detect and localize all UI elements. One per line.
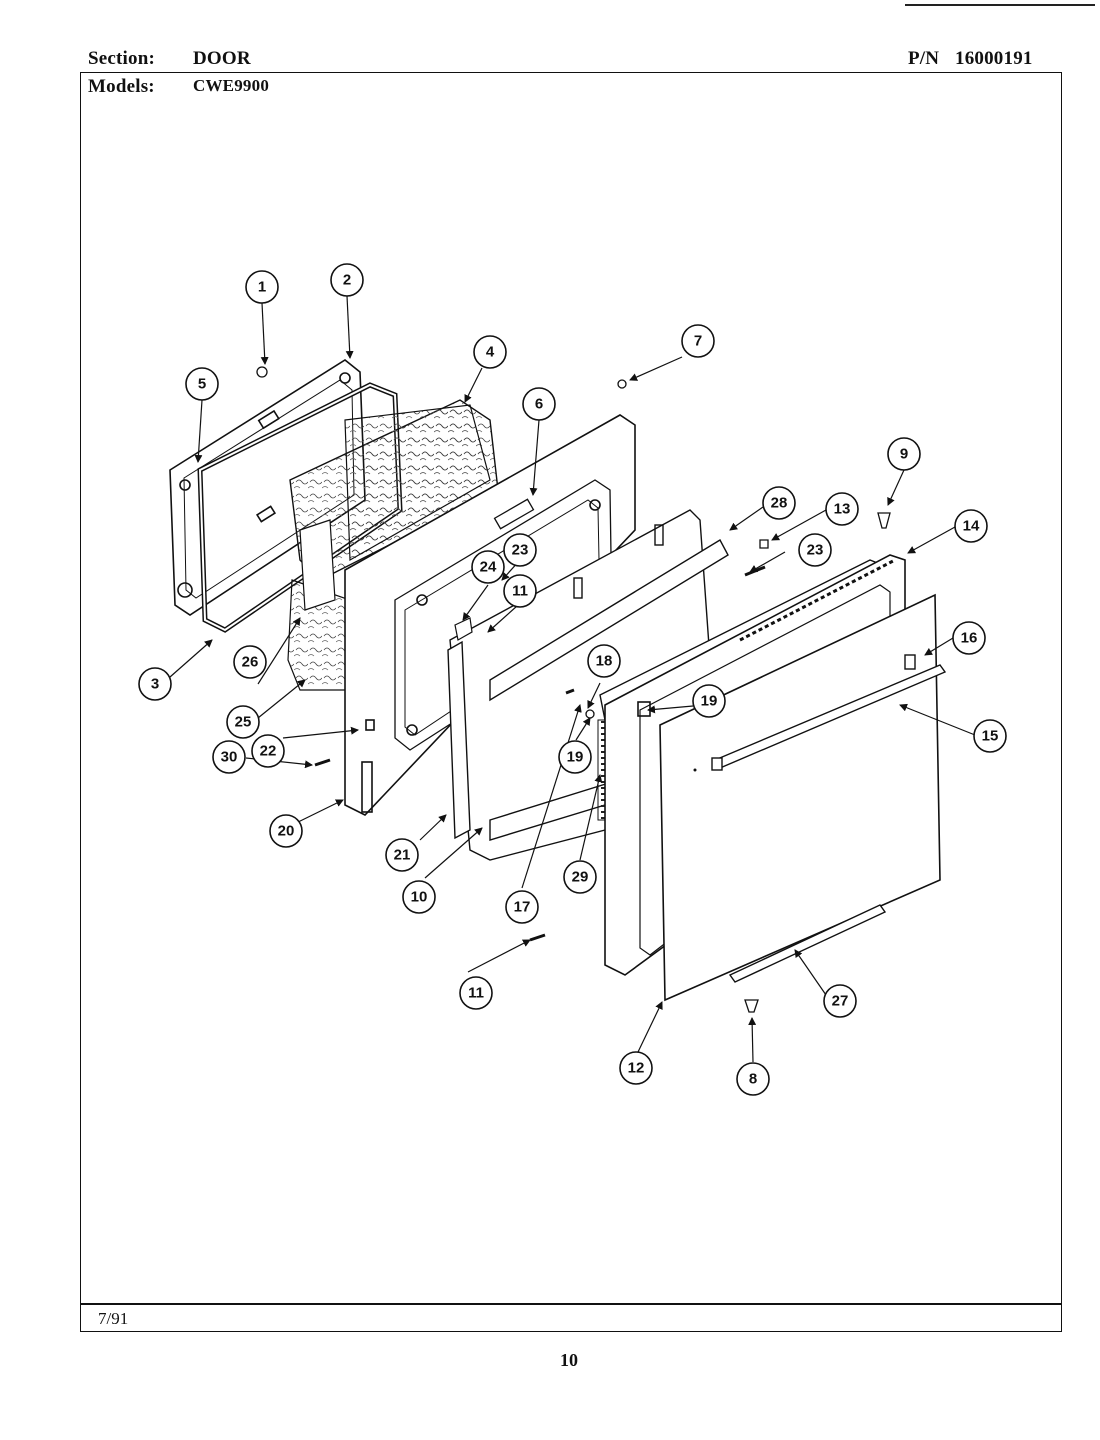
callout-14: 14 [954,509,988,543]
callout-11a-label: 11 [512,583,528,600]
callout-21: 21 [385,838,419,872]
callout-27: 27 [823,984,857,1018]
pn-value: 16000191 [955,48,1033,69]
page-number: 10 [560,1350,578,1370]
callout-14-label: 14 [963,518,980,535]
callout-15: 15 [973,719,1007,753]
callout-20: 20 [269,814,303,848]
glass-dot [693,768,697,772]
callout-19a-label: 19 [701,693,718,710]
callout-30-label: 30 [221,749,238,766]
callout-13: 13 [825,492,859,526]
callout-7-label: 7 [694,333,702,350]
callout-19b: 19 [558,740,592,774]
callout-10: 10 [402,880,436,914]
latch-bracket [493,498,535,530]
callout-9-label: 9 [900,446,908,463]
callout-11a: 11 [503,574,537,608]
door-handle [711,654,947,771]
callout-6-label: 6 [535,396,543,413]
callout-5: 5 [185,367,219,401]
callout-22-label: 22 [260,743,277,760]
callout-18-label: 18 [596,653,613,670]
callout-28-label: 28 [771,495,788,512]
pn-label: P/N [908,48,940,69]
callout-22: 22 [251,734,285,768]
callout-17: 17 [505,890,539,924]
callout-1: 1 [245,270,279,304]
callout-3-label: 3 [151,676,159,693]
footer-rule [80,1303,1062,1305]
callout-11b: 11 [459,976,493,1010]
callout-29-label: 29 [572,869,589,886]
callout-19b-label: 19 [567,749,584,766]
callout-9: 9 [887,437,921,471]
callout-23b: 23 [798,533,832,567]
side-rail [447,640,471,840]
callout-24-label: 24 [480,559,497,576]
callout-12: 12 [619,1051,653,1085]
callout-10-label: 10 [411,889,428,906]
callout-13-label: 13 [834,501,851,518]
callout-4-label: 4 [486,344,495,361]
models-value: CWE9900 [193,76,270,95]
callout-16-label: 16 [961,630,978,647]
callout-5-label: 5 [198,376,206,393]
callout-26: 26 [233,645,267,679]
callout-3: 3 [138,667,172,701]
top-rule [905,4,1095,6]
callout-23b-label: 23 [807,542,824,559]
revision-date: 7/91 [98,1309,129,1328]
callout-28: 28 [762,486,796,520]
callout-7: 7 [681,324,715,358]
callout-2: 2 [330,263,364,297]
callouts: 1 2 5 4 6 7 9 28 13 14 23 24 23 11 16 18… [138,263,1007,1096]
callout-29: 29 [563,860,597,894]
callout-27-label: 27 [832,993,849,1010]
section-label: Section: [88,48,156,69]
callout-30: 30 [212,740,246,774]
callout-2-label: 2 [343,272,351,289]
callout-21-label: 21 [394,847,411,864]
callout-23a: 23 [503,533,537,567]
callout-8-label: 8 [749,1071,757,1088]
callout-15-label: 15 [982,728,999,745]
callout-20-label: 20 [278,823,295,840]
trim-strip [728,904,887,983]
callout-24: 24 [471,550,505,584]
callout-6: 6 [522,387,556,421]
callout-1-label: 1 [258,279,266,296]
callout-25: 25 [226,705,260,739]
diagram-frame [80,72,1062,1332]
callout-18: 18 [587,644,621,678]
callout-23a-label: 23 [512,542,529,559]
insulation-batt [287,399,499,691]
callout-26-label: 26 [242,654,259,671]
section-value: DOOR [193,48,251,69]
callout-17-label: 17 [514,899,531,916]
callout-8: 8 [736,1062,770,1096]
callout-19a: 19 [692,684,726,718]
callout-11b-label: 11 [468,985,484,1002]
callout-16: 16 [952,621,986,655]
callout-12-label: 12 [628,1060,645,1077]
callout-4: 4 [473,335,507,369]
models-label: Models: [88,76,155,97]
callout-25-label: 25 [235,714,252,731]
